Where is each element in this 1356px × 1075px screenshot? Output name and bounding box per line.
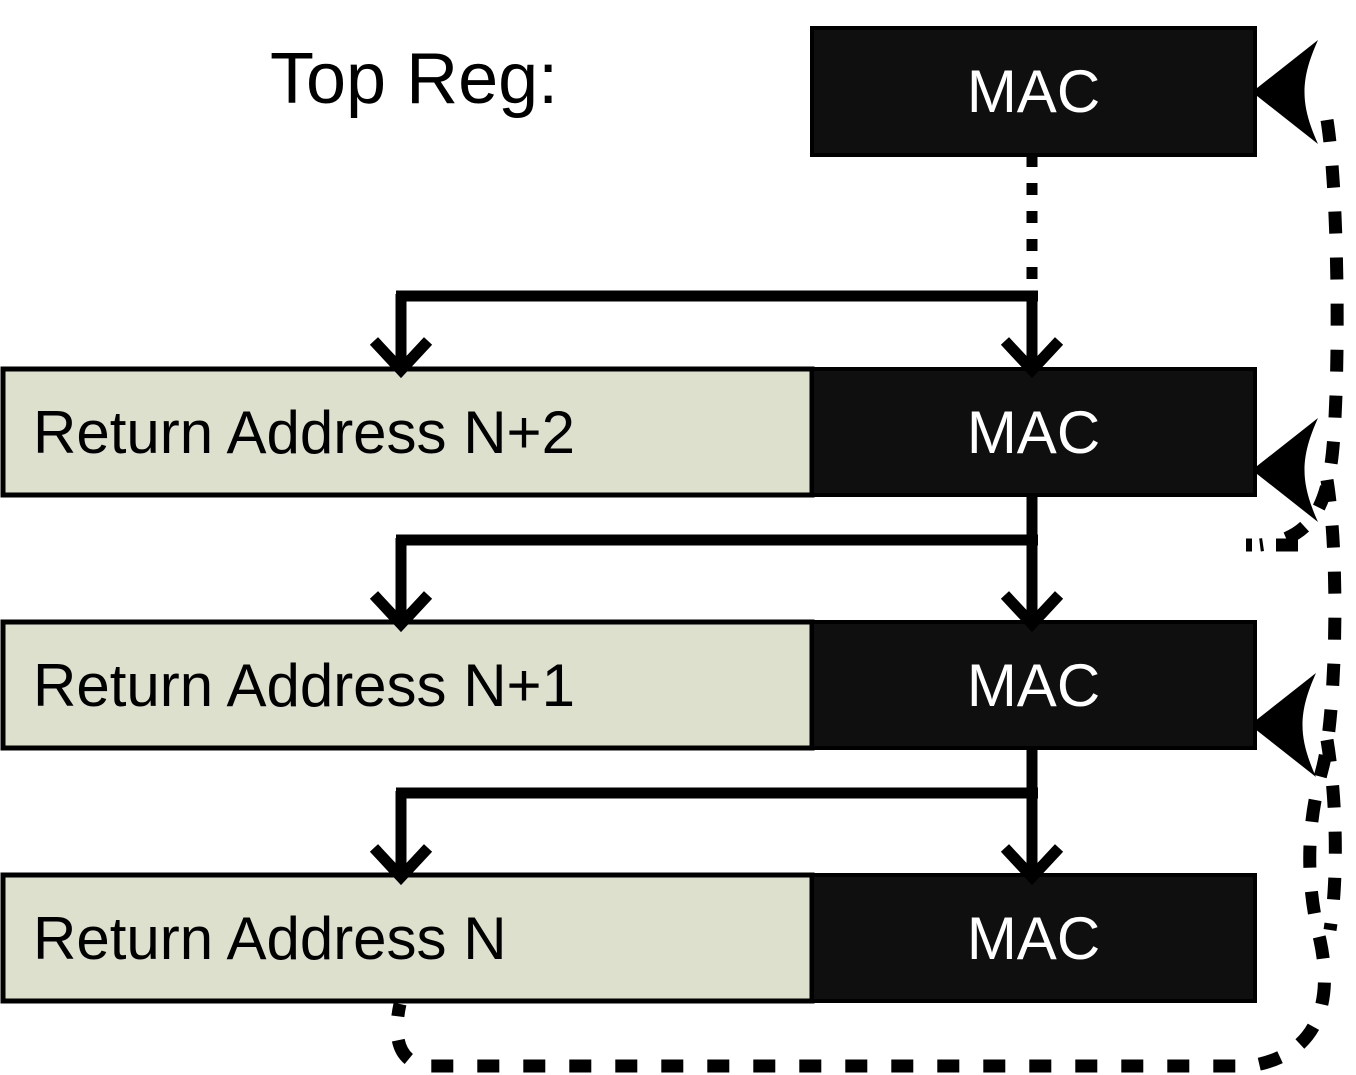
row-2-address-box	[0, 872, 815, 1004]
solid-branch-fork-1	[369, 290, 1064, 379]
solid-branch-fork-3	[369, 748, 1064, 886]
arrowhead-into-row2-mac	[1250, 673, 1316, 777]
overlay-chevron-r1-left	[369, 591, 433, 633]
overlay-chevron-r0-right	[1000, 337, 1064, 379]
overlay-chevron-r0-left	[369, 337, 433, 379]
top-register-mac-box	[810, 26, 1257, 157]
row-0-address-box	[0, 366, 815, 498]
dashed-segment-row2-to-row3	[1320, 738, 1342, 932]
dashed-segment-top-to-row1	[1259, 118, 1344, 552]
overlay-chevron-r1-right	[1000, 591, 1064, 633]
row-1-address-box	[0, 619, 815, 751]
arrowhead-into-top-mac	[1252, 40, 1318, 144]
row-0-mac-box	[810, 367, 1257, 497]
dashed-segment-bottom-return	[390, 478, 1342, 1073]
solid-branch-fork-2	[369, 495, 1064, 633]
arrowhead-into-row1-mac	[1252, 418, 1318, 522]
filled-triangle-arrowhead-group	[1250, 40, 1318, 777]
dashed-feedback-loop	[390, 118, 1344, 1073]
overlay-chevron-r2-right	[1000, 844, 1064, 886]
overlay-chevron-r2-left	[369, 844, 433, 886]
row-1-mac-box	[810, 620, 1257, 750]
chevron-overlays	[369, 337, 1064, 886]
row-2-mac-box	[810, 873, 1257, 1003]
